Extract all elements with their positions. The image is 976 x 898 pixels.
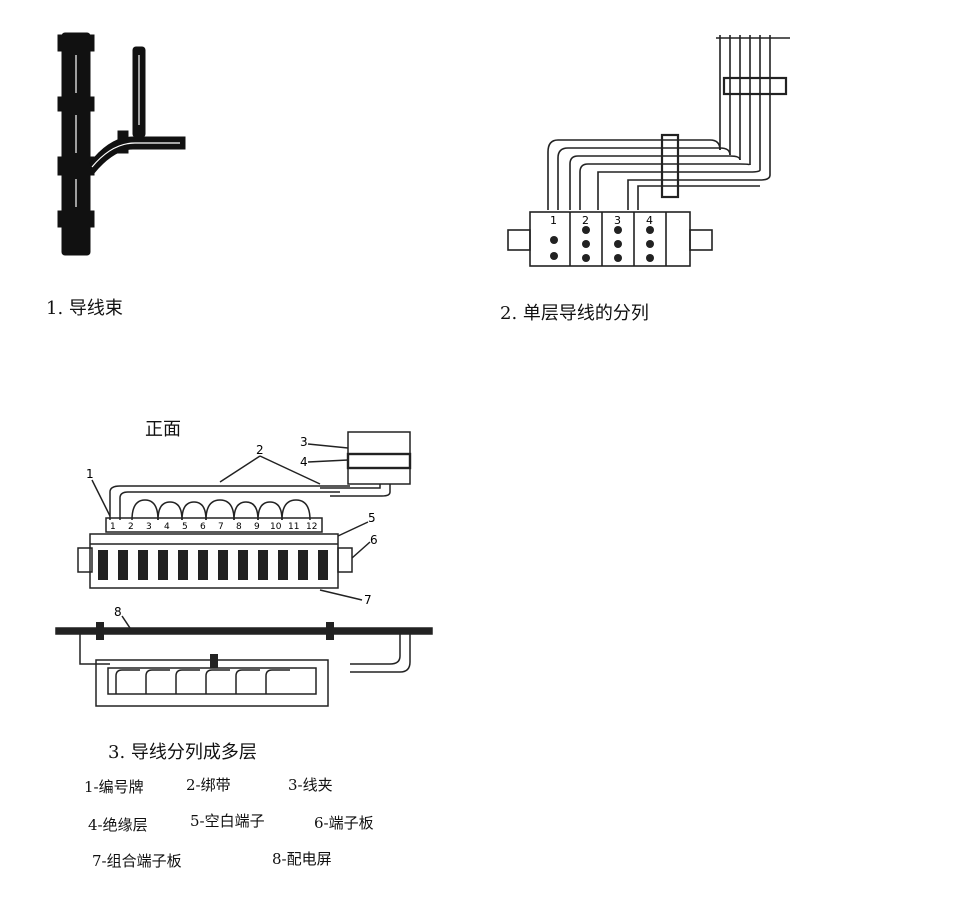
- strip-number-11: 11: [288, 522, 299, 532]
- legend-item-1: 1-编号牌: [84, 778, 144, 796]
- strip-number-10: 10: [270, 522, 282, 532]
- callout-6: 6: [370, 533, 378, 547]
- figure-2-caption: 2. 单层导线的分列: [500, 303, 649, 324]
- legend-item-2: 2-绑带: [186, 776, 231, 794]
- strip-number-9: 9: [254, 522, 260, 532]
- single-layer-figure: 1 2 3 4: [507, 35, 790, 267]
- front-view-label: 正面: [145, 419, 181, 440]
- multi-layer-figure: 1 2 3 4 5 6 7 8 9 10 11 12 1 2 3 4 5 6 7…: [55, 431, 433, 707]
- callout-5: 5: [368, 511, 376, 525]
- callout-7: 7: [364, 593, 372, 607]
- strip-number-12: 12: [306, 522, 317, 532]
- wire-bundle-figure: [57, 32, 186, 256]
- strip-number-1: 1: [110, 522, 116, 532]
- callout-3: 3: [300, 435, 308, 449]
- strip-number-3: 3: [146, 522, 152, 532]
- legend-item-4: 4-绝缘层: [88, 816, 148, 834]
- terminal-label-1: 1: [550, 214, 557, 227]
- legend-item-6: 6-端子板: [314, 814, 374, 832]
- strip-number-2: 2: [128, 522, 134, 532]
- callout-2: 2: [256, 443, 264, 457]
- figure-3-caption: 3. 导线分列成多层: [108, 742, 257, 763]
- strip-number-8: 8: [236, 522, 242, 532]
- strip-number-4: 4: [164, 522, 170, 532]
- figure-1-caption: 1. 导线束: [46, 298, 123, 319]
- callout-8: 8: [114, 605, 122, 619]
- callout-4: 4: [300, 455, 308, 469]
- terminal-label-3: 3: [614, 214, 621, 227]
- strip-number-5: 5: [182, 522, 188, 532]
- legend-item-7: 7-组合端子板: [92, 852, 182, 870]
- legend-item-3: 3-线夹: [288, 776, 333, 794]
- terminal-label-4: 4: [646, 214, 653, 227]
- legend-item-5: 5-空白端子: [190, 812, 265, 830]
- strip-number-6: 6: [200, 522, 206, 532]
- callout-1: 1: [86, 467, 94, 481]
- legend-item-8: 8-配电屏: [272, 850, 332, 868]
- strip-number-7: 7: [218, 522, 224, 532]
- terminal-label-2: 2: [582, 214, 589, 227]
